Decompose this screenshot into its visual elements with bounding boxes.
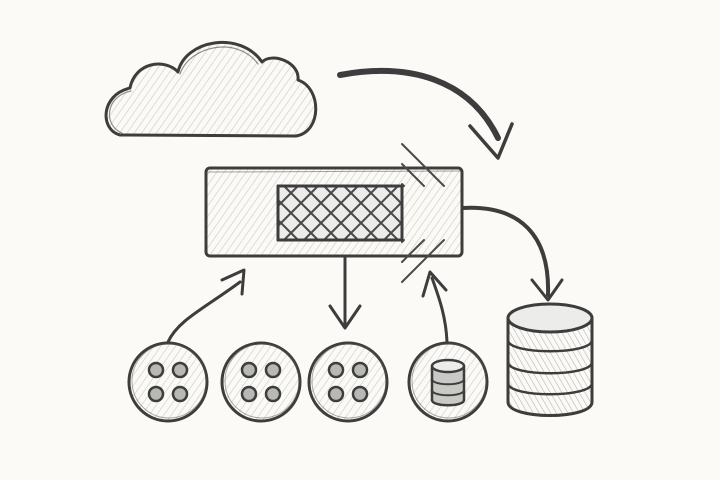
central-box [204,143,464,283]
arrow-cloud-to-box [337,67,514,160]
four-dots-icon [327,361,369,403]
node-1 [127,341,209,423]
four-dots-icon [240,361,282,403]
arrow-box-to-node3 [328,256,362,330]
crosshatch-panel [276,143,445,283]
node-2 [220,341,302,423]
node-3 [307,341,389,423]
database-icon [506,302,594,417]
mini-database-icon [430,358,466,407]
arrow-box-to-database [461,205,564,302]
node-4 [407,341,489,423]
cloud-icon [104,40,318,138]
arrow-node4-to-box [421,270,449,344]
node-row [127,341,489,423]
arrow-node1-to-box [166,268,246,344]
four-dots-icon [147,361,189,403]
